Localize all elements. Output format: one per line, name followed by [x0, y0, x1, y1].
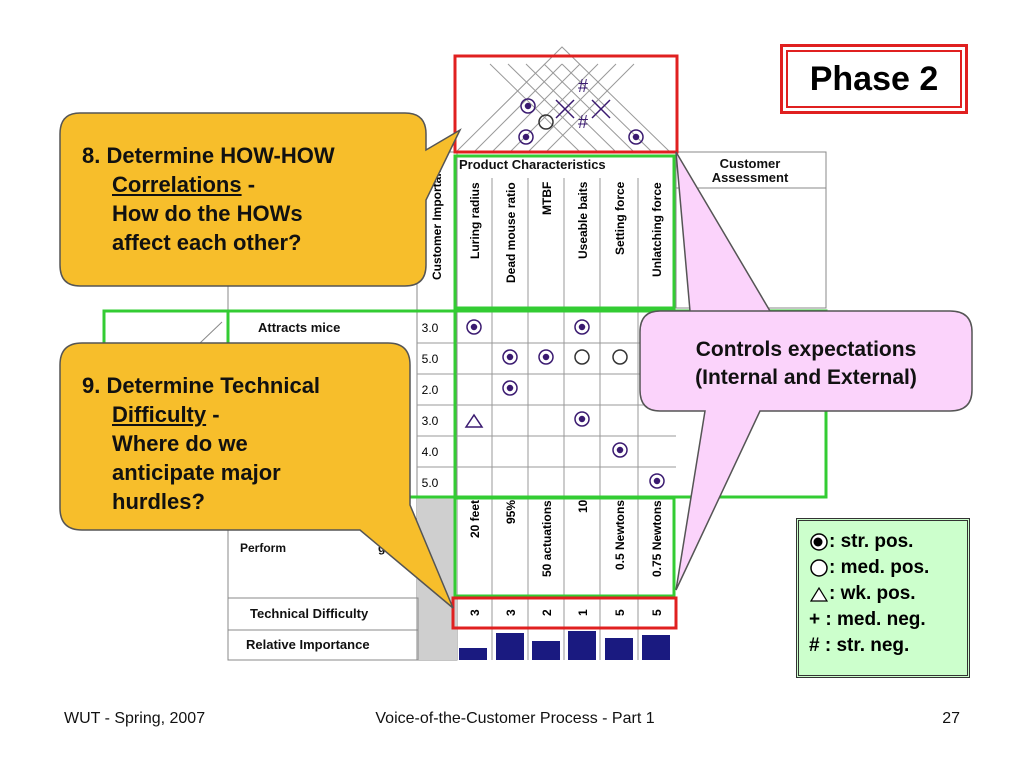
customer-assessment-header: Customer Assessment: [711, 156, 789, 185]
importance-1: 3.0: [421, 320, 439, 335]
callout-3-line2: (Internal and External): [695, 366, 917, 389]
legend: : str. pos. : med. pos. : wk. pos. + : m…: [796, 518, 970, 678]
svg-text:#: #: [578, 76, 588, 96]
bar-2: [496, 633, 524, 660]
legend-med-neg: + : med. neg.: [809, 609, 926, 630]
callout-2-line1: Determine Technical: [106, 373, 321, 398]
slide-number: 27: [942, 710, 960, 727]
bar-3: [532, 641, 560, 660]
callout-2-underlined: Difficulty: [112, 402, 207, 427]
callout-2-number: 9.: [82, 373, 101, 398]
performance-targets-label-start: Perform: [240, 541, 287, 555]
callout-3-shape: [639, 151, 973, 591]
legend-str-neg: # : str. neg.: [809, 635, 910, 656]
medium-positive-icon: [810, 559, 828, 577]
weak-positive-icon: [809, 586, 829, 602]
callout-1-line4: affect each other?: [112, 230, 302, 255]
requirement-1: Attracts mice: [258, 320, 341, 335]
product-characteristics-header: Product Characteristics: [459, 157, 606, 172]
importance-2: 5.0: [421, 351, 439, 366]
callout-3-text: Controls expectations (Internal and Exte…: [640, 336, 972, 392]
importance-6: 5.0: [421, 475, 439, 490]
footer-left: WUT - Spring, 2007: [64, 710, 206, 727]
bar-6: [642, 635, 670, 660]
callout-1-shape: [59, 112, 462, 287]
legend-strong: : str. pos.: [809, 529, 967, 555]
importance-4: 3.0: [421, 413, 439, 428]
legend-medium: : med. pos.: [809, 555, 967, 581]
importance-5: 4.0: [421, 444, 439, 459]
relationship-symbols: [464, 319, 665, 489]
callout-1-line1: Determine HOW-HOW: [106, 143, 335, 168]
roof-symbols: # #: [518, 76, 644, 145]
callout-1-line3: How do the HOWs: [112, 201, 303, 226]
phase-title-box: Phase 2: [780, 44, 968, 114]
callout-2-line5: hurdles?: [112, 489, 205, 514]
technical-difficulty-label: Technical Difficulty: [250, 606, 369, 621]
svg-text:#: #: [578, 112, 588, 132]
strong-positive-icon: [810, 533, 828, 551]
callout-2-line3: Where do we: [112, 431, 248, 456]
callout-1-number: 8.: [82, 143, 101, 168]
relative-importance-bars: [459, 631, 670, 660]
bar-5: [605, 638, 633, 660]
legend-weak: : wk. pos.: [809, 581, 967, 607]
bar-4: [568, 631, 596, 660]
callout-2-line4: anticipate major: [112, 460, 281, 485]
phase-title: Phase 2: [786, 50, 962, 108]
callout-2-shape: [59, 342, 454, 609]
relative-importance-label: Relative Importance: [246, 637, 370, 652]
bar-1: [459, 648, 487, 660]
callout-1-text: 8. Determine HOW-HOW Correlations - How …: [82, 141, 335, 257]
footer-center: Voice-of-the-Customer Process - Part 1: [375, 710, 655, 727]
callout-1-suffix: -: [241, 172, 256, 197]
callout-1-underlined: Correlations: [112, 172, 242, 197]
callout-2-suffix: -: [206, 402, 220, 427]
callout-2-text: 9. Determine Technical Difficulty - Wher…: [82, 371, 320, 516]
importance-3: 2.0: [421, 382, 439, 397]
callout-3-line1: Controls expectations: [695, 338, 917, 361]
correlation-roof: [454, 46, 672, 153]
